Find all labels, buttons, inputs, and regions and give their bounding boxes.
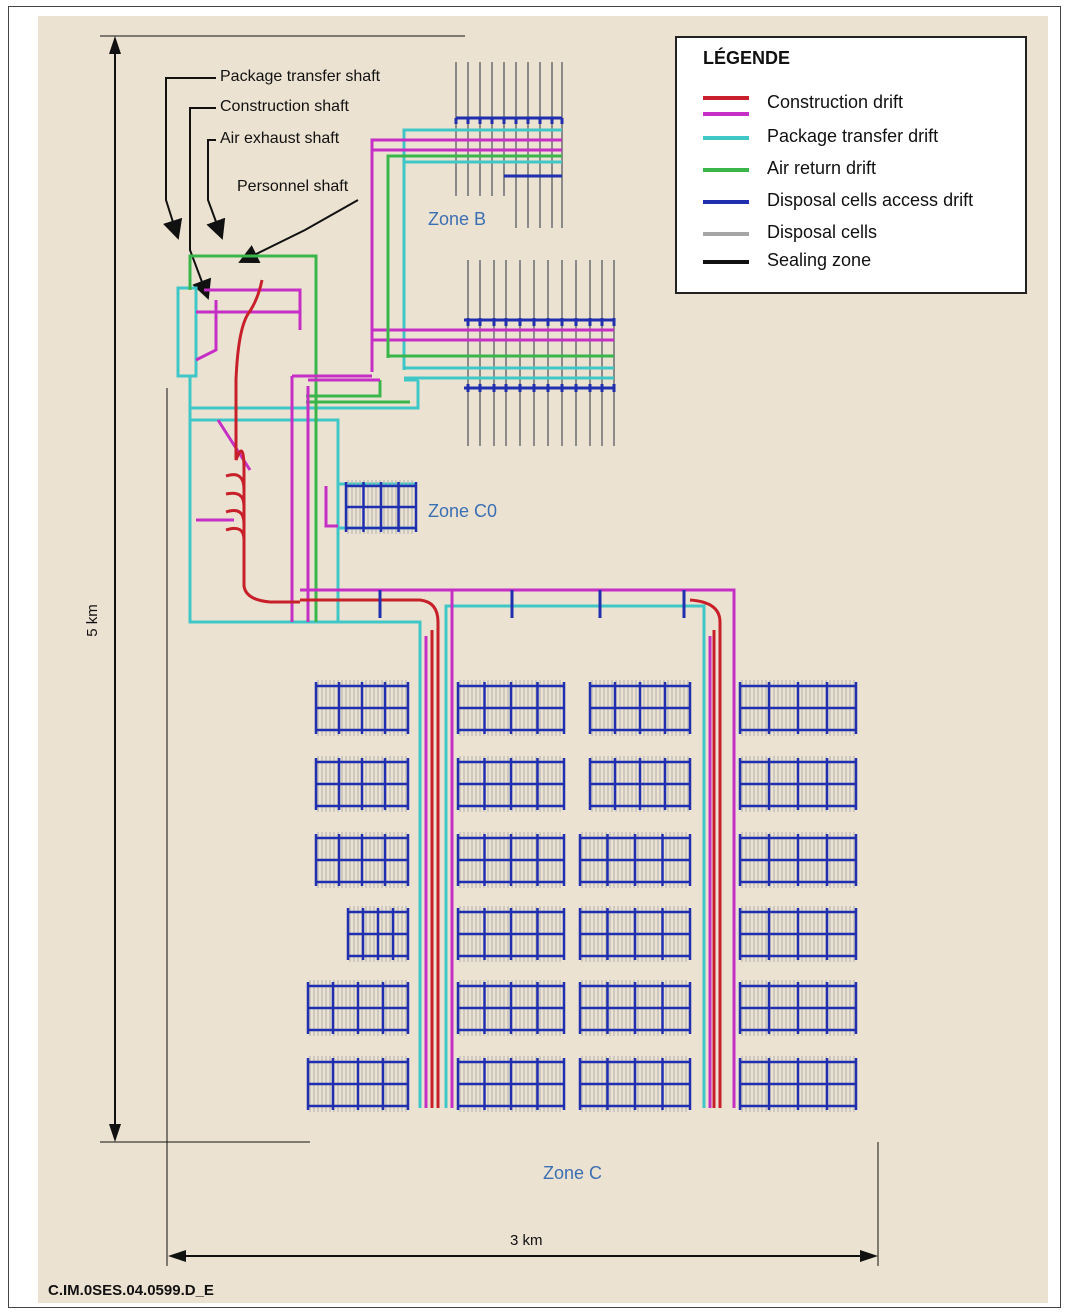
disposal-block	[578, 1056, 692, 1112]
legend-item-package-transfer-drift: Package transfer drift	[703, 124, 1023, 152]
disposal-block	[456, 980, 566, 1036]
shaft-area-drifts	[176, 254, 736, 1108]
disposal-blocks-layer	[306, 480, 858, 1112]
legend-box: LÉGENDE Construction drift Package trans…	[675, 36, 1027, 294]
disposal-block	[456, 832, 566, 888]
package-transfer-drift-swatch	[703, 136, 749, 140]
legend-item-construction-drift: Construction drift	[703, 90, 1023, 118]
disposal-cells-swatch	[703, 232, 749, 236]
disposal-block	[738, 1056, 858, 1112]
air-return-drift-swatch	[703, 168, 749, 172]
disposal-block	[578, 980, 692, 1036]
disposal-block	[738, 832, 858, 888]
legend-item-air-return-drift: Air return drift	[703, 156, 1023, 184]
construction-shaft-label: Construction shaft	[220, 98, 349, 115]
disposal-block	[738, 980, 858, 1036]
zone-c-label: Zone C	[543, 1163, 603, 1183]
sealing-zone-swatch	[703, 260, 749, 264]
legend-title: LÉGENDE	[703, 48, 791, 68]
height-dimension-line	[100, 35, 465, 1143]
legend-label: Sealing zone	[767, 250, 872, 270]
disposal-block	[738, 906, 858, 962]
personnel-shaft-label: Personnel shaft	[237, 178, 349, 195]
legend-label: Disposal cells	[767, 222, 878, 242]
disposal-block	[738, 756, 858, 812]
legend-item-disposal-cells: Disposal cells	[703, 220, 1023, 248]
width-dimension-line	[166, 388, 879, 1266]
reference-code: C.IM.0SES.04.0599.D_E	[48, 1282, 214, 1299]
access-drift-swatch	[703, 200, 749, 204]
disposal-block	[738, 680, 858, 736]
width-dimension-label: 3 km	[510, 1232, 543, 1249]
zone-b-drifts	[370, 116, 614, 390]
disposal-block	[588, 680, 692, 736]
legend-label: Disposal cells access drift	[767, 190, 974, 210]
disposal-block	[346, 906, 410, 962]
construction-drift-swatch-magenta	[703, 112, 749, 116]
disposal-block	[456, 1056, 566, 1112]
disposal-block	[456, 756, 566, 812]
disposal-block	[314, 756, 410, 812]
legend-label: Air return drift	[767, 158, 877, 178]
shaft-callout-leaders	[163, 77, 359, 300]
height-dimension-label: 5 km	[83, 604, 101, 637]
air-exhaust-shaft-label: Air exhaust shaft	[220, 130, 340, 147]
legend-item-disposal-cells-access-drift: Disposal cells access drift	[703, 188, 1023, 216]
disposal-block	[588, 756, 692, 812]
disposal-block	[306, 980, 410, 1036]
disposal-block	[456, 680, 566, 736]
zone-c0-label: Zone C0	[428, 501, 498, 521]
legend-label: Package transfer drift	[767, 126, 939, 146]
disposal-block	[306, 1056, 410, 1112]
disposal-block	[344, 480, 418, 534]
disposal-block	[314, 832, 410, 888]
disposal-block	[456, 906, 566, 962]
zone-b-label: Zone B	[428, 209, 487, 229]
disposal-block	[578, 906, 692, 962]
disposal-block	[314, 680, 410, 736]
disposal-block	[578, 832, 692, 888]
package-transfer-shaft-label: Package transfer shaft	[220, 68, 381, 85]
construction-drift-swatch-red	[703, 96, 749, 100]
legend-label: Construction drift	[767, 92, 904, 112]
legend-item-sealing-zone: Sealing zone	[703, 248, 1023, 276]
